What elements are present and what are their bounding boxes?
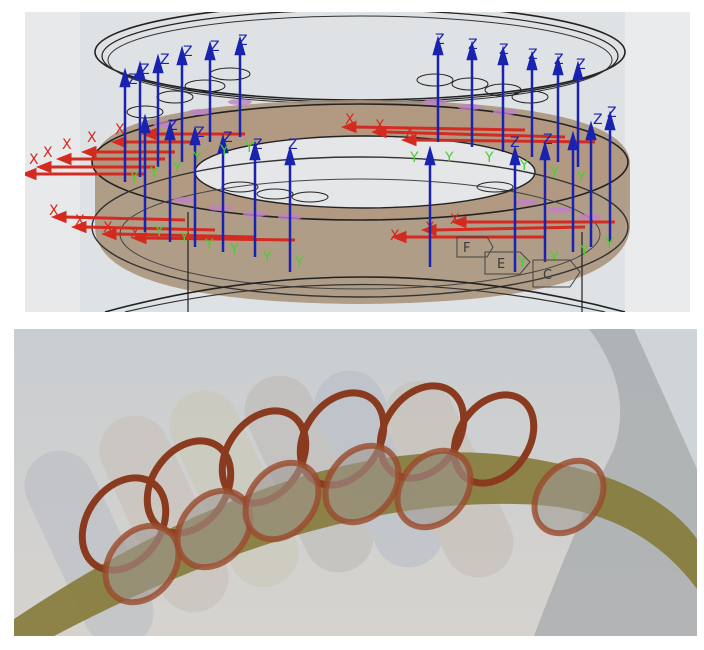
- callout-boxes: [456, 236, 581, 288]
- svg-text:Z: Z: [223, 130, 233, 146]
- svg-text:Y: Y: [154, 224, 164, 240]
- svg-text:Z: Z: [607, 105, 617, 121]
- svg-text:Z: Z: [468, 37, 478, 53]
- svg-text:X: X: [75, 213, 85, 229]
- svg-text:Z: Z: [210, 39, 220, 55]
- svg-text:Y: Y: [484, 150, 494, 166]
- callout-F: F: [463, 241, 470, 256]
- svg-text:Y: Y: [244, 140, 254, 156]
- svg-text:X: X: [345, 112, 355, 128]
- svg-text:X: X: [450, 212, 460, 228]
- callout-C: C: [543, 268, 552, 283]
- svg-text:X: X: [390, 228, 400, 244]
- callout-labels: F E C: [463, 241, 552, 283]
- svg-text:Y: Y: [444, 150, 454, 166]
- callout-E: E: [497, 257, 505, 272]
- svg-text:Z: Z: [128, 72, 138, 88]
- top-cad-drawing: X X X X X X X X X X X X X X X: [25, 12, 690, 312]
- svg-text:Y: Y: [192, 150, 202, 166]
- svg-text:X: X: [62, 137, 72, 153]
- svg-text:Y: Y: [579, 243, 589, 259]
- svg-text:Z: Z: [510, 135, 520, 151]
- svg-text:Y: Y: [262, 250, 272, 266]
- svg-text:Y: Y: [604, 236, 614, 252]
- z-axis-arrows: [119, 35, 616, 272]
- svg-text:Z: Z: [576, 57, 586, 73]
- svg-text:Y: Y: [149, 165, 159, 181]
- svg-text:Y: Y: [409, 150, 419, 166]
- svg-text:Y: Y: [576, 170, 586, 186]
- svg-text:X: X: [115, 122, 125, 138]
- svg-text:Y: Y: [179, 230, 189, 246]
- bottom-cad-drawing: [14, 329, 697, 636]
- svg-text:Z: Z: [554, 52, 564, 68]
- svg-text:X: X: [43, 145, 53, 161]
- svg-text:Z: Z: [593, 112, 603, 128]
- svg-text:X: X: [29, 152, 39, 168]
- svg-text:Z: Z: [288, 137, 298, 153]
- svg-text:Z: Z: [238, 33, 248, 49]
- svg-text:X: X: [87, 130, 97, 146]
- svg-text:Y: Y: [219, 143, 229, 159]
- svg-text:X: X: [375, 118, 385, 134]
- z-axis-labels: Z Z Z Z Z Z Z Z Z Z Z Z Z Z Z Z Z Z Z Z …: [128, 32, 617, 153]
- svg-text:Z: Z: [499, 42, 509, 58]
- svg-text:X: X: [405, 125, 415, 141]
- svg-text:Z: Z: [195, 125, 205, 141]
- svg-text:Y: Y: [204, 237, 214, 253]
- y-axis-labels: Y Y Y Y Y Y Y Y Y Y Y Y Y Y Y Y Y Y Y Y …: [129, 140, 614, 271]
- svg-text:Y: Y: [172, 160, 182, 176]
- bottom-cad-closeup: [14, 329, 697, 636]
- svg-text:Z: Z: [140, 62, 150, 78]
- svg-text:X: X: [130, 226, 140, 242]
- svg-text:Y: Y: [129, 170, 139, 186]
- svg-text:Y: Y: [229, 242, 239, 258]
- svg-text:X: X: [103, 220, 113, 236]
- svg-text:Y: Y: [549, 250, 559, 266]
- svg-text:Z: Z: [160, 52, 170, 68]
- svg-text:Z: Z: [168, 118, 178, 134]
- svg-text:Y: Y: [519, 158, 529, 174]
- svg-text:Z: Z: [528, 47, 538, 63]
- svg-text:Y: Y: [517, 255, 527, 271]
- curved-band: [14, 452, 697, 636]
- svg-text:Z: Z: [253, 137, 263, 153]
- svg-text:Z: Z: [435, 32, 445, 48]
- svg-text:X: X: [49, 203, 59, 219]
- svg-text:Y: Y: [294, 255, 304, 271]
- top-cad-view: X X X X X X X X X X X X X X X: [25, 12, 690, 312]
- svg-text:Z: Z: [183, 44, 193, 60]
- svg-text:Z: Z: [543, 132, 553, 148]
- svg-text:Y: Y: [549, 165, 559, 181]
